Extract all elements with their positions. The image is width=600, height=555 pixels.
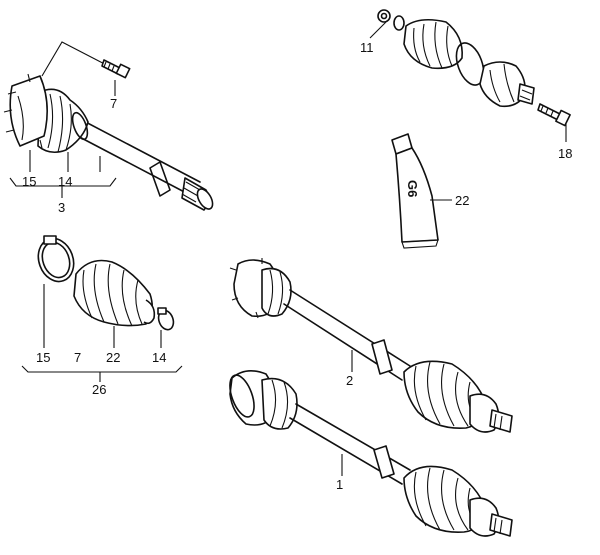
callout-26: 26 bbox=[92, 382, 106, 397]
bolt-part-7 bbox=[101, 59, 131, 96]
inner-joint-shaft-assembly bbox=[3, 73, 214, 211]
callout-18: 18 bbox=[558, 146, 572, 161]
leader-line-top bbox=[41, 41, 121, 77]
callout-7-bottom: 7 bbox=[74, 350, 81, 365]
callout-15-top: 15 bbox=[22, 174, 36, 189]
callout-22-bottom: 22 bbox=[106, 350, 120, 365]
grease-tube-part-22: G6 bbox=[391, 133, 452, 249]
callout-14-bottom: 14 bbox=[152, 350, 166, 365]
callout-22-tube: 22 bbox=[455, 193, 469, 208]
drive-shaft-1 bbox=[229, 370, 513, 537]
callout-3: 3 bbox=[58, 200, 65, 215]
callout-7-top: 7 bbox=[110, 96, 117, 111]
drive-shaft-2 bbox=[229, 258, 513, 433]
callout-2: 2 bbox=[346, 373, 353, 388]
bolt-part-18 bbox=[537, 103, 571, 142]
tube-label-text: G6 bbox=[405, 180, 420, 197]
outer-joint-kit bbox=[369, 9, 535, 108]
boot-repair-kit bbox=[21, 235, 183, 382]
callout-15-bottom: 15 bbox=[36, 350, 50, 365]
callout-11: 11 bbox=[360, 40, 374, 55]
callout-1: 1 bbox=[336, 477, 343, 492]
callout-14-top: 14 bbox=[58, 174, 72, 189]
